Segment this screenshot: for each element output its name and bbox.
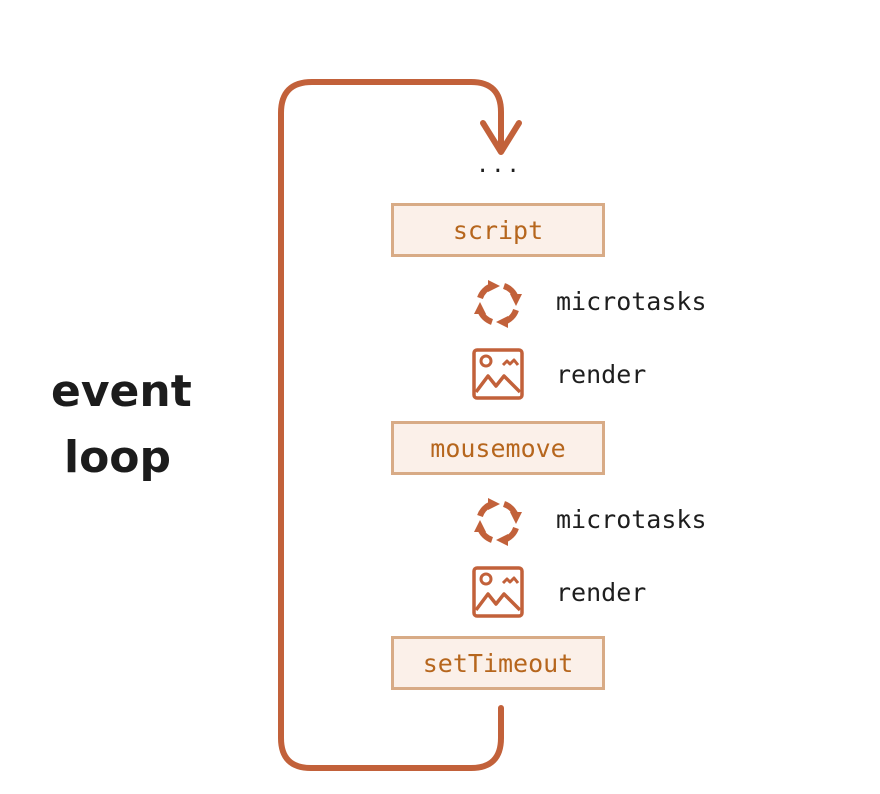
image-icon — [472, 566, 524, 618]
task-label: setTimeout — [422, 648, 574, 678]
task-label: script — [452, 215, 544, 245]
title-loop: loop — [64, 432, 172, 483]
refresh-icon — [474, 498, 522, 546]
task-mousemove: mousemove — [391, 421, 605, 475]
task-label: mousemove — [430, 433, 566, 463]
task-script: script — [391, 203, 605, 257]
image-icon — [472, 348, 524, 400]
step-label-render: render — [556, 360, 647, 389]
ellipsis: ... — [476, 153, 522, 178]
title-event: event — [51, 366, 192, 417]
step-label-microtasks: microtasks — [556, 505, 707, 534]
task-settimeout: setTimeout — [391, 636, 605, 690]
step-label-microtasks: microtasks — [556, 287, 707, 316]
refresh-icon — [474, 280, 522, 328]
step-label-render: render — [556, 578, 647, 607]
